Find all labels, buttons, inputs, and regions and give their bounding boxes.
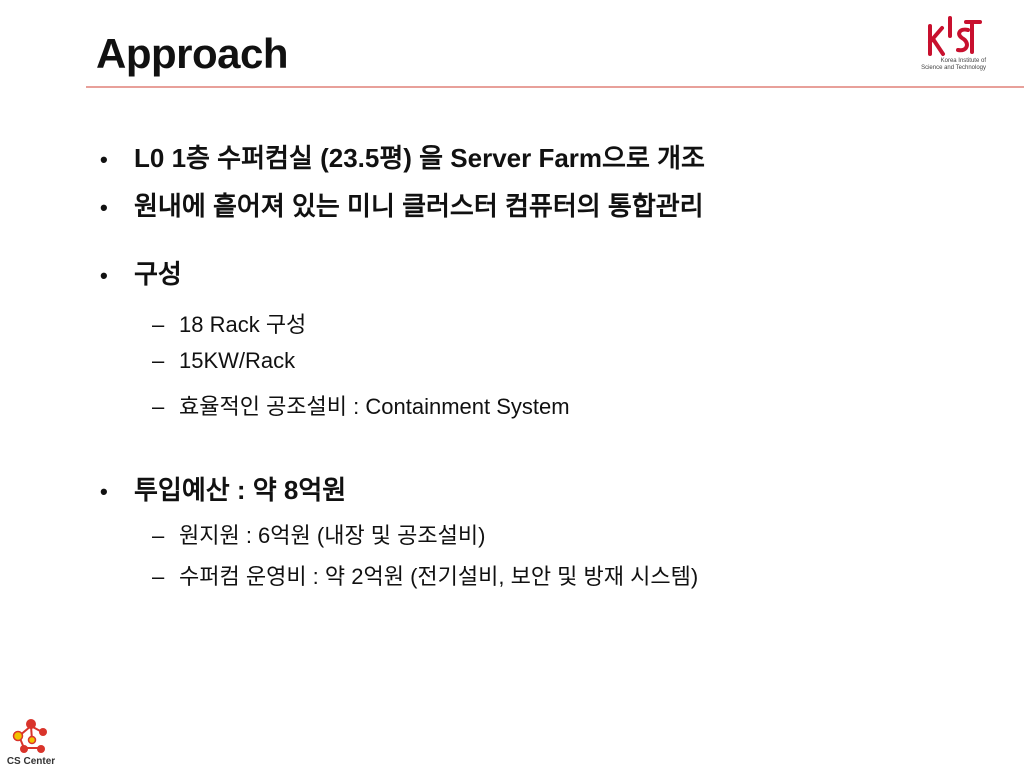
bullet-item: • 투입예산 : 약 8억원 <box>100 470 346 507</box>
bullet-glyph: • <box>100 479 108 504</box>
kist-logo: Korea Institute of Science and Technolog… <box>884 14 994 74</box>
dash-glyph: – <box>152 348 165 373</box>
sub-bullet-item: – 15KW/Rack <box>152 348 295 374</box>
sub-bullet-text: 원지원 : 6억원 (내장 및 공조설비) <box>179 523 486 548</box>
title-underline <box>86 86 1024 88</box>
molecule-icon <box>12 719 47 753</box>
kist-logo-mark <box>928 16 982 56</box>
logo-subtitle: Korea Institute of Science and Technolog… <box>886 58 986 72</box>
bullet-item: • 원내에 흩어져 있는 미니 클러스터 컴퓨터의 통합관리 <box>100 186 704 223</box>
sub-bullet-item: – 원지원 : 6억원 (내장 및 공조설비) <box>152 518 485 550</box>
dash-glyph: – <box>152 564 165 589</box>
sub-bullet-item: – 18 Rack 구성 <box>152 307 306 339</box>
bullet-item: • 구성 <box>100 254 182 291</box>
slide-title: Approach <box>96 30 289 77</box>
dash-glyph: – <box>152 312 165 337</box>
cs-center-label: CS Center <box>6 756 56 767</box>
bullet-text: 원내에 흩어져 있는 미니 클러스터 컴퓨터의 통합관리 <box>134 191 704 221</box>
bullet-text: 투입예산 : 약 8억원 <box>134 475 347 505</box>
sub-bullet-item: – 효율적인 공조설비 : Containment System <box>152 389 570 421</box>
dash-glyph: – <box>152 394 165 419</box>
sub-bullet-text: 18 Rack 구성 <box>179 312 307 337</box>
bullet-text: L0 1층 수퍼컴실 (23.5평) 을 Server Farm으로 개조 <box>134 143 705 173</box>
sub-bullet-text: 15KW/Rack <box>179 348 296 373</box>
sub-bullet-item: – 수퍼컴 운영비 : 약 2억원 (전기설비, 보안 및 방재 시스템) <box>152 559 698 591</box>
bullet-glyph: • <box>100 263 108 288</box>
bullet-text: 구성 <box>134 259 182 289</box>
cs-center-logo: CS Center <box>4 718 56 768</box>
bullet-glyph: • <box>100 147 108 172</box>
logo-subtitle-line: Science and Technology <box>921 65 986 71</box>
bullet-glyph: • <box>100 195 108 220</box>
sub-bullet-text: 수퍼컴 운영비 : 약 2억원 (전기설비, 보안 및 방재 시스템) <box>179 564 699 589</box>
logo-subtitle-line: Korea Institute of <box>940 58 986 64</box>
bullet-item: • L0 1층 수퍼컴실 (23.5평) 을 Server Farm으로 개조 <box>100 138 705 175</box>
sub-bullet-text: 효율적인 공조설비 : Containment System <box>179 394 570 419</box>
dash-glyph: – <box>152 523 165 548</box>
